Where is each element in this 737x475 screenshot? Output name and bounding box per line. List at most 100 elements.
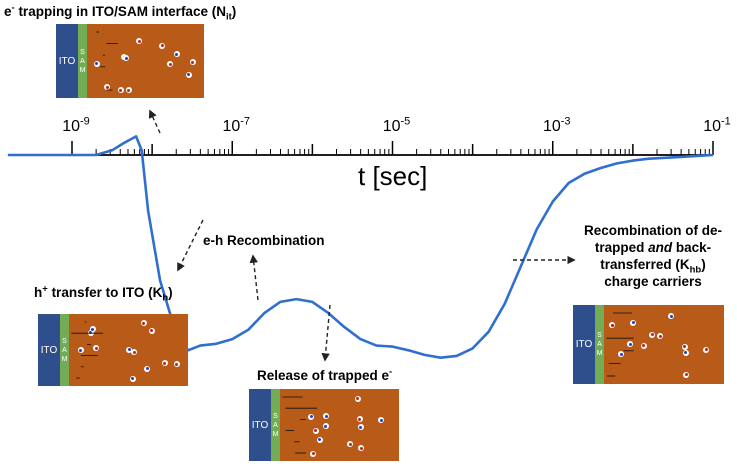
perovskite-layer [604,305,724,384]
hole-icon [630,319,637,326]
tick-label-base: 10 [703,118,721,135]
sam-letter: M [272,430,279,438]
label-trapping: e- trapping in ITO/SAM interface (Nit) [4,3,237,23]
label-back-line2: trapped and back- [578,239,728,256]
hole-icon [618,351,625,358]
electron-icon [93,345,99,352]
electron-icon [148,327,155,334]
label-back-line1: Recombination of de- [584,223,722,238]
ito-layer: ITO [573,305,595,384]
sam-letter: S [597,332,602,339]
hole-icon [126,346,133,353]
label-hole-text: transfer to ITO (K [47,285,163,300]
label-hole-sup: + [42,283,48,295]
hole-icon [129,375,136,382]
electron-icon [159,42,166,49]
label-trapping-suffix: ) [231,4,237,19]
hole-icon [378,417,385,424]
label-recombination: e-h Recombination [203,233,325,248]
ito-layer: ITO [249,389,271,461]
hole-icon [173,51,180,58]
label-back-line4: charge carriers [604,274,702,289]
label-back-line3-text: transferred (K [600,257,690,272]
sam-letter: M [79,66,86,74]
label-trapping-sub: it [225,11,232,23]
electron-icon [681,343,688,350]
transfer-arrows [71,321,104,379]
electron-icon [167,61,174,68]
label-back-line3-suffix: ) [701,257,706,272]
hole-icon [89,326,96,333]
arrow-trapping [148,109,161,134]
signal-curve [7,135,714,359]
electron-icon [173,361,180,368]
sam-letter: S [80,48,85,56]
hole-icon [144,365,151,372]
tick-label: 10-3 [542,115,571,136]
sam-letter: A [273,421,278,429]
label-trapping-text: trapping in ITO/SAM interface (N [14,4,226,19]
tick-label-exponent: -3 [560,115,571,128]
electron-icon [649,331,656,338]
hole-icon [668,313,675,320]
electron-icon [136,38,143,45]
electron-icon [609,322,616,328]
hole-icon [682,349,689,356]
electron-icon [161,360,168,366]
hole-icon [323,413,330,420]
electron-icon [356,416,363,422]
label-back-line3-sub: hb [689,264,702,276]
label-release-text: Release of trapped e [257,368,390,383]
tick-label: 10-1 [703,115,731,136]
axis-title: t [sec] [358,161,428,191]
tick-label-exponent: -9 [80,115,90,128]
electron-icon [703,346,710,353]
electron-icon [189,59,196,66]
sam-letter: M [596,350,603,357]
label-back-line2-post: back- [672,240,712,255]
tick-label-base: 10 [62,118,80,135]
ito-layer: ITO [38,314,60,386]
sam-letter: S [62,337,67,345]
label-back-line3: transferred (Khb) [578,256,728,276]
tick-label-base: 10 [382,118,401,135]
electron-icon [312,427,319,434]
hole-icon [322,423,329,429]
hole-icon [87,329,94,336]
electron-icon [347,441,354,448]
electron-icon [131,349,138,356]
electron-icon [657,333,664,340]
electron-icon [117,87,124,94]
tick-label-base: 10 [542,118,561,135]
electron-icon [125,87,132,94]
label-hole-transfer: h+ transfer to ITO (Kh) [34,283,173,303]
tick-label-exponent: -7 [240,115,251,128]
tick-label-exponent: -5 [400,115,411,128]
transfer-arrows [282,396,318,454]
tick-label-base: 10 [222,118,241,135]
label-back-line2-pre: trapped [594,240,649,255]
time-axis [71,141,714,156]
label-back-transfer: Recombination of de- trapped and back- t… [578,222,728,290]
sam-letter: S [273,412,278,420]
hole-icon [627,341,634,348]
label-release: Release of trapped e- [257,367,392,384]
label-hole-prefix: h [34,285,43,300]
ito-layer: ITO [56,24,78,98]
label-trapping-prefix: e [4,4,12,19]
tick-label-exponent: -1 [721,115,731,128]
label-hole-suffix: ) [168,285,173,300]
hole-icon [185,71,192,78]
label-release-sup: - [389,366,393,378]
electron-icon [640,342,647,349]
perovskite-layer [280,389,399,461]
sam-letter: A [597,341,602,348]
